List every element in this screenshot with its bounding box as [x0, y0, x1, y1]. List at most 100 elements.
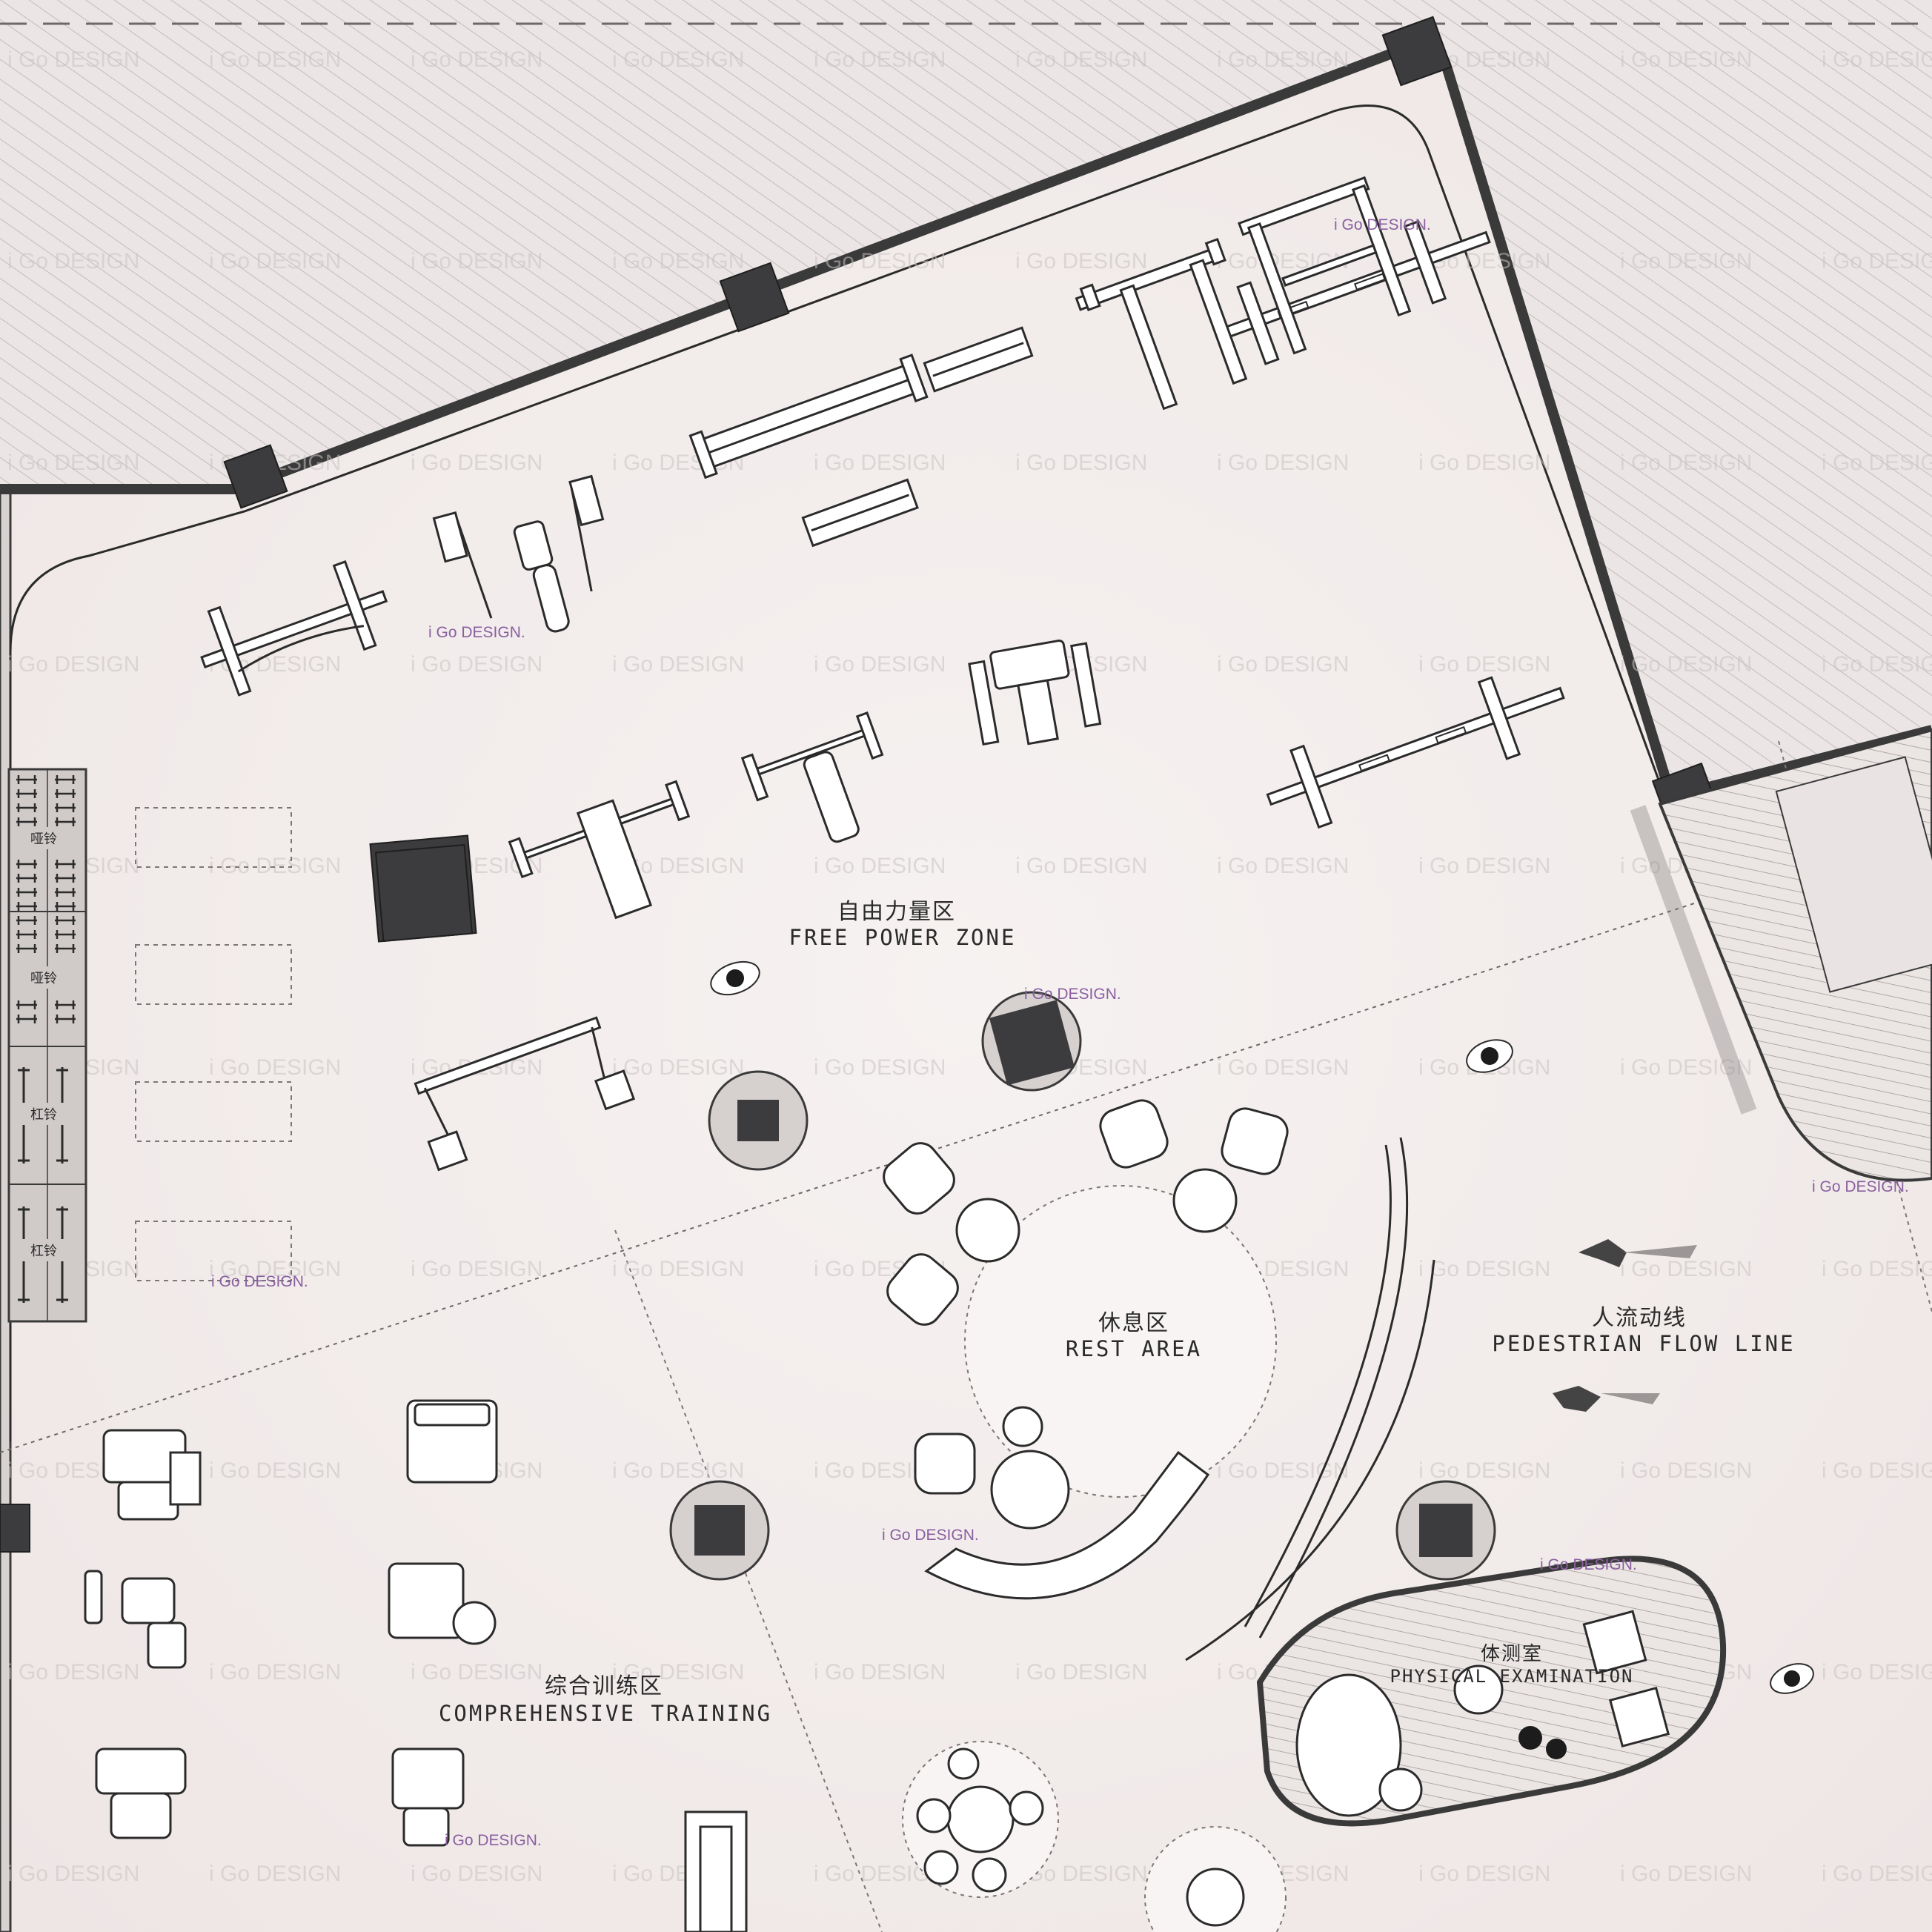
dumbbell-icon: [16, 916, 37, 925]
watermark-bg-text: i Go DESIGN: [814, 1055, 946, 1080]
watermark-bg-text: i Go DESIGN: [1822, 1257, 1932, 1281]
watermark-bg-text: i Go DESIGN: [612, 1660, 744, 1684]
watermark-bg-text: i Go DESIGN: [209, 1055, 341, 1080]
dumbbell-icon: [55, 902, 76, 911]
watermark-bg-text: i Go DESIGN: [7, 1660, 139, 1684]
watermark-bg-text: i Go DESIGN: [814, 451, 946, 475]
watermark-bg-text: i Go DESIGN: [612, 1257, 744, 1281]
watermark-bg-text: i Go DESIGN: [1822, 1862, 1932, 1886]
watermark-bg-text: i Go DESIGN: [814, 652, 946, 677]
dumbbell-icon: [55, 803, 76, 812]
pedestrian-flow-title-cn: 人流动线: [1592, 1305, 1687, 1331]
dumbbell-icon: [55, 916, 76, 925]
free-power-zone-title-en: FREE POWER ZONE: [789, 925, 1017, 950]
inner-wall-curve: [9, 104, 1669, 1441]
column: [1381, 16, 1453, 87]
watermark-bg-text: i Go DESIGN: [612, 249, 744, 273]
watermark-text: i Go DESIGN.: [1812, 1178, 1909, 1195]
watermark-bg-text: i Go DESIGN: [1620, 451, 1752, 475]
watermark-text: i Go DESIGN.: [1024, 986, 1121, 1003]
dumbbell-icon: [16, 860, 37, 869]
dumbbell-icon: [16, 803, 37, 812]
dumbbell-icon: [16, 1015, 37, 1023]
watermark-bg-text: i Go DESIGN: [1418, 1862, 1550, 1886]
watermark-bg-text: i Go DESIGN: [1620, 1458, 1752, 1483]
watermark-bg-text: i Go DESIGN: [209, 854, 341, 878]
watermark-bg-text: i Go DESIGN: [814, 249, 946, 273]
watermark-bg-text: i Go DESIGN: [1822, 1660, 1932, 1684]
column: [223, 444, 288, 509]
zone-divider-line-2: [614, 1229, 883, 1932]
watermark-bg-text: i Go DESIGN: [1217, 1055, 1349, 1080]
dumbbell-icon: [55, 860, 76, 869]
rack-label-barbell-1: 杠铃: [30, 1107, 57, 1123]
watermark-bg-text: i Go DESIGN: [1217, 47, 1349, 72]
watermark-bg-text: i Go DESIGN: [209, 1458, 341, 1483]
dumbbell-icon: [16, 930, 37, 939]
watermark-bg-text: i Go DESIGN: [1822, 652, 1932, 677]
watermark-bg-text: i Go DESIGN: [1217, 451, 1349, 475]
dumbbell-icon: [55, 1015, 76, 1023]
dumbbell-icon: [55, 888, 76, 897]
dumbbell-icon: [55, 930, 76, 939]
structural-columns: [0, 16, 1721, 1581]
watermark-bg-text: i Go DESIGN: [612, 1055, 744, 1080]
lounge-chair: [1099, 1099, 1169, 1169]
free-power-zone-title-cn: 自由力量区: [837, 899, 956, 925]
watermark-bg-text: i Go DESIGN: [1418, 652, 1550, 677]
watermark-bg-text: i Go DESIGN: [7, 451, 139, 475]
watermark-bg-text: i Go DESIGN: [612, 1458, 744, 1483]
watermark-bg-text: i Go DESIGN: [411, 451, 542, 475]
watermark-bg-text: i Go DESIGN: [7, 1862, 139, 1886]
watermark-bg-text: i Go DESIGN: [1015, 451, 1147, 475]
dumbbell-icon: [55, 789, 76, 798]
watermark-bg-text: i Go DESIGN: [7, 652, 139, 677]
watermark-bg-text: i Go DESIGN: [1620, 1257, 1752, 1281]
watermark-bg-text: i Go DESIGN: [7, 47, 139, 72]
watermark-bg-text: i Go DESIGN: [209, 249, 341, 273]
watermark-bg-text: i Go DESIGN: [1822, 249, 1932, 273]
side-room: [1630, 728, 1932, 1182]
free-power-equipment: [200, 176, 1565, 1172]
watermark-bg-text: i Go DESIGN: [209, 1862, 341, 1886]
watermark-bg-text: i Go DESIGN: [1418, 854, 1550, 878]
dumbbell-icon: [16, 902, 37, 911]
watermark-text: i Go DESIGN.: [445, 1832, 542, 1849]
watermark-bg-text: i Go DESIGN: [1822, 451, 1932, 475]
watermark-bg-text: i Go DESIGN: [411, 1257, 542, 1281]
people-figures: [710, 960, 1814, 1694]
watermark-bg-text: i Go DESIGN: [612, 652, 744, 677]
rack-label-dumbbell-1: 哑铃: [30, 831, 57, 847]
watermark-bg-text: i Go DESIGN: [1015, 1660, 1147, 1684]
zone-labels: 自由力量区 FREE POWER ZONE 休息区 REST AREA 人流动线…: [439, 899, 1795, 1726]
lounge-chair: [886, 1253, 959, 1326]
watermark-bg-text: i Go DESIGN: [814, 1660, 946, 1684]
watermark-bg-text: i Go DESIGN: [1015, 854, 1147, 878]
watermark-bg-text: i Go DESIGN: [1620, 1055, 1752, 1080]
round-column: [981, 991, 1082, 1092]
dumbbell-icon: [16, 775, 37, 784]
lounge-chair: [883, 1142, 955, 1215]
column: [0, 1504, 30, 1553]
watermark-text: i Go DESIGN.: [1334, 216, 1431, 233]
dumbbell-icon: [16, 789, 37, 798]
pedestrian-flow-title-en: PEDESTRIAN FLOW LINE: [1492, 1331, 1795, 1356]
dumbbell-icon: [16, 944, 37, 953]
watermark-text: i Go DESIGN.: [428, 624, 525, 641]
dumbbell-icon: [55, 1000, 76, 1009]
lounge-chair: [914, 1433, 976, 1495]
watermark-bg-text: i Go DESIGN: [1418, 1257, 1550, 1281]
physical-exam-title-cn: 体测室: [1481, 1643, 1543, 1665]
watermark-text: i Go DESIGN.: [882, 1527, 979, 1544]
watermark-labels: i Go DESIGN. i Go DESIGN. i Go DESIGN. i…: [211, 216, 1909, 1849]
dumbbell-icon: [16, 888, 37, 897]
watermark-bg-text: i Go DESIGN: [1217, 652, 1349, 677]
watermark-bg-text: i Go DESIGN: [612, 47, 744, 72]
watermark-bg-text: i Go DESIGN: [1822, 1458, 1932, 1483]
comprehensive-equipment: [84, 1399, 1287, 1932]
watermark-text: i Go DESIGN.: [211, 1273, 308, 1290]
watermark-bg-text: i Go DESIGN: [411, 652, 542, 677]
column: [719, 262, 790, 333]
physical-exam-title-en: PHYSICAL EXAMINATION: [1390, 1666, 1634, 1687]
